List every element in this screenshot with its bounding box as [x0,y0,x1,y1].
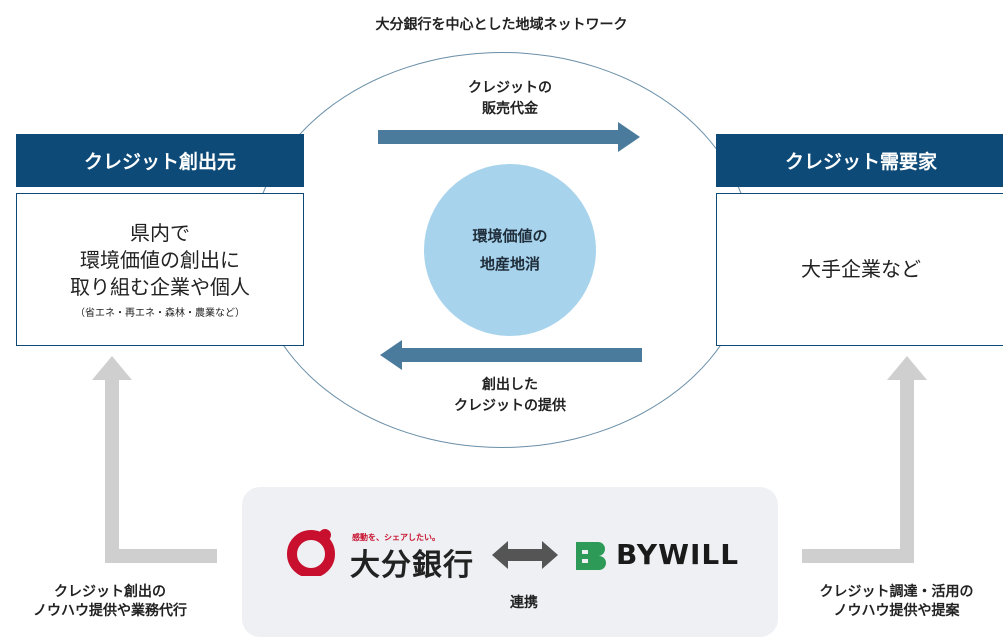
creator-line-2: 環境価値の創出に [80,248,240,272]
bywill-name: BYWILL [616,538,740,571]
left-support-arrow [92,356,217,563]
right-support-arrow [802,356,927,563]
left-support-label: クレジット創出の ノウハウ提供や業務代行 [0,583,220,621]
bywill-logo-icon [576,542,606,570]
oita-bank-name: 大分銀行 [350,548,474,583]
double-arrow-icon [492,541,558,569]
consumer-box: 大手企業など [716,193,1003,346]
creator-line-1: 県内で [130,221,190,245]
right-support-line-1: クレジット調達・活用の [819,584,974,600]
right-support-label: クレジット調達・活用の ノウハウ提供や提案 [790,583,1003,621]
right-support-line-2: ノウハウ提供や提案 [833,603,960,619]
diagram-title: 大分銀行を中心とした地域ネットワーク [375,17,628,33]
center-line-1: 環境価値の [472,227,548,245]
right-arrow [378,122,640,152]
oita-bank-slogan: 感動を、シェアしたい。 [352,533,440,542]
bottom-flow-line-1: 創出した [482,377,538,393]
left-support-line-1: クレジット創出の [54,584,166,600]
center-line-2: 地産地消 [479,255,540,273]
top-flow-label: クレジットの 販売代金 [430,78,590,120]
bottom-flow-line-2: クレジットの提供 [454,398,566,414]
top-flow-line-1: クレジットの [468,80,552,96]
top-flow-line-2: 販売代金 [482,101,538,117]
creator-box: 県内で 環境価値の創出に 取り組む企業や個人 （省エネ・再エネ・森林・農業など） [16,193,304,346]
creator-line-3: 取り組む企業や個人 [70,275,250,299]
creator-note: （省エネ・再エネ・森林・農業など） [75,308,245,319]
oita-bank-logo-icon [287,529,335,576]
left-support-line-2: ノウハウ提供や業務代行 [33,603,187,619]
left-arrow [380,340,642,370]
bottom-flow-label: 創出した クレジットの提供 [410,375,610,417]
link-label: 連携 [510,595,538,611]
consumer-body: 大手企業など [801,257,921,281]
center-circle: 環境価値の 地産地消 [424,164,596,336]
consumer-heading: クレジット需要家 [716,134,1003,187]
creator-heading: クレジット創出元 [16,134,304,187]
